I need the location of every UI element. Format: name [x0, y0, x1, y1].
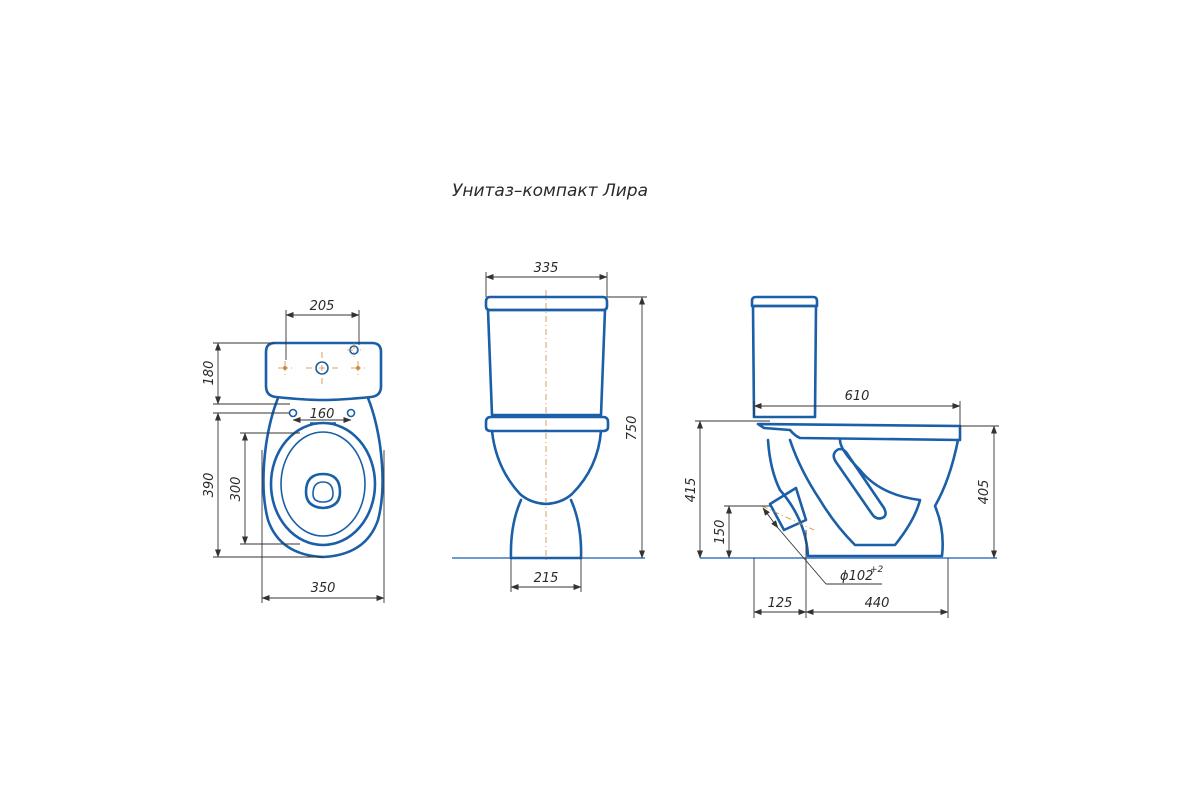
side-seat-rim [756, 422, 962, 442]
svg-text:150: 150 [713, 520, 728, 545]
svg-text:215: 215 [534, 571, 559, 586]
top-mount-hole-left [288, 408, 298, 418]
dim-335: 335 [485, 261, 608, 297]
top-tank-holes [278, 343, 365, 384]
dim-610: 610 [753, 389, 961, 426]
front-seat-rim [484, 415, 610, 433]
svg-text:415: 415 [684, 478, 699, 503]
side-tank-body [751, 304, 818, 419]
top-drain [304, 472, 342, 510]
top-tank-outline [264, 341, 383, 402]
svg-text:350: 350 [311, 581, 336, 596]
svg-text:125: 125 [768, 596, 793, 611]
side-view: 610 415 405 150 ϕ102 +2 [684, 295, 999, 618]
svg-text:180: 180 [202, 361, 217, 386]
dim-215: 215 [510, 558, 582, 592]
top-seat-opening [280, 431, 366, 537]
dim-405: 405 [960, 425, 999, 559]
top-seat-ring [269, 421, 377, 547]
front-bowl [490, 429, 603, 506]
dim-outlet-diameter: ϕ102 +2 [762, 507, 884, 585]
front-tank-lid [484, 295, 609, 312]
dim-160: 160 [292, 407, 352, 423]
top-view: 205 180 160 390 300 [202, 299, 385, 603]
dim-180: 180 [202, 342, 290, 405]
svg-text:ϕ102: ϕ102 [840, 569, 873, 584]
dim-205: 205 [285, 299, 360, 360]
front-pedestal [509, 498, 583, 560]
dim-415: 415 [684, 420, 770, 559]
svg-text:160: 160 [310, 407, 335, 422]
svg-text:+2: +2 [870, 565, 884, 575]
dim-150: 150 [713, 505, 770, 559]
dim-750: 750 [607, 296, 647, 559]
svg-text:205: 205 [310, 299, 335, 314]
svg-text:750: 750 [625, 416, 640, 441]
side-outlet [768, 486, 808, 532]
side-siphon-slot [832, 447, 887, 520]
dim-350: 350 [261, 450, 385, 603]
front-view: 335 750 215 [452, 261, 647, 592]
svg-text:610: 610 [845, 389, 870, 404]
svg-text:405: 405 [977, 480, 992, 505]
svg-text:440: 440 [865, 596, 890, 611]
dim-300: 300 [229, 432, 300, 545]
top-mount-hole-right [346, 408, 356, 418]
svg-text:300: 300 [229, 477, 244, 502]
side-bowl-outline [766, 438, 960, 558]
svg-text:390: 390 [202, 473, 217, 498]
front-tank-body [486, 308, 607, 417]
dim-390: 390 [202, 412, 323, 558]
side-tank-lid [750, 295, 819, 308]
side-trapway [788, 438, 922, 547]
drawing-title: Унитаз–компакт Лира [452, 181, 648, 201]
svg-text:335: 335 [534, 261, 559, 276]
dim-125-440: 125 440 [753, 530, 949, 618]
